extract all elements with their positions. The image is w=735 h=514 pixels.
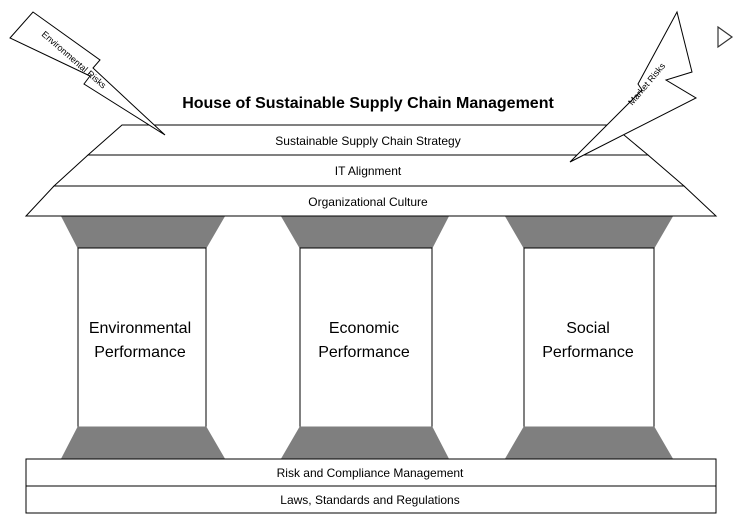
- pillar-base-3: [505, 426, 673, 459]
- pillar-capital-top-3: [505, 216, 673, 249]
- foundation-layer-risk: [25, 458, 717, 487]
- pillar-capital-top-2: [281, 216, 449, 249]
- roof-layer-culture: [24, 185, 718, 217]
- pillar-shaft-1: [77, 247, 207, 428]
- pillar-3-label-line2: Performance: [542, 344, 634, 361]
- environmental-risks-bolt: [9, 11, 166, 136]
- pillar-3-label-line1: Social: [566, 320, 610, 337]
- pillar-1-label-line1: Environmental: [89, 320, 191, 337]
- pillar-capital-top-1: [61, 216, 225, 249]
- pillar-2-label-line1: Economic: [329, 320, 399, 337]
- diagram-title: House of Sustainable Supply Chain Manage…: [182, 95, 554, 112]
- roof-label-strategy: Sustainable Supply Chain Strategy: [275, 134, 460, 148]
- pillar-shaft-3: [523, 247, 655, 428]
- pillar-base-2: [281, 426, 449, 459]
- play-arrow-icon: [717, 25, 734, 49]
- market-risks-bolt: [569, 10, 698, 163]
- foundation-label-laws: Laws, Standards and Regulations: [280, 493, 459, 507]
- pillar-1-label-line2: Performance: [94, 344, 186, 361]
- foundation-label-risk: Risk and Compliance Management: [277, 466, 464, 480]
- foundation-layer-laws: [25, 485, 717, 514]
- roof-label-it: IT Alignment: [335, 164, 402, 178]
- pillar-shaft-2: [299, 247, 433, 428]
- roof-label-culture: Organizational Culture: [308, 195, 428, 209]
- pillar-base-1: [61, 426, 225, 459]
- pillar-2-label-line2: Performance: [318, 344, 410, 361]
